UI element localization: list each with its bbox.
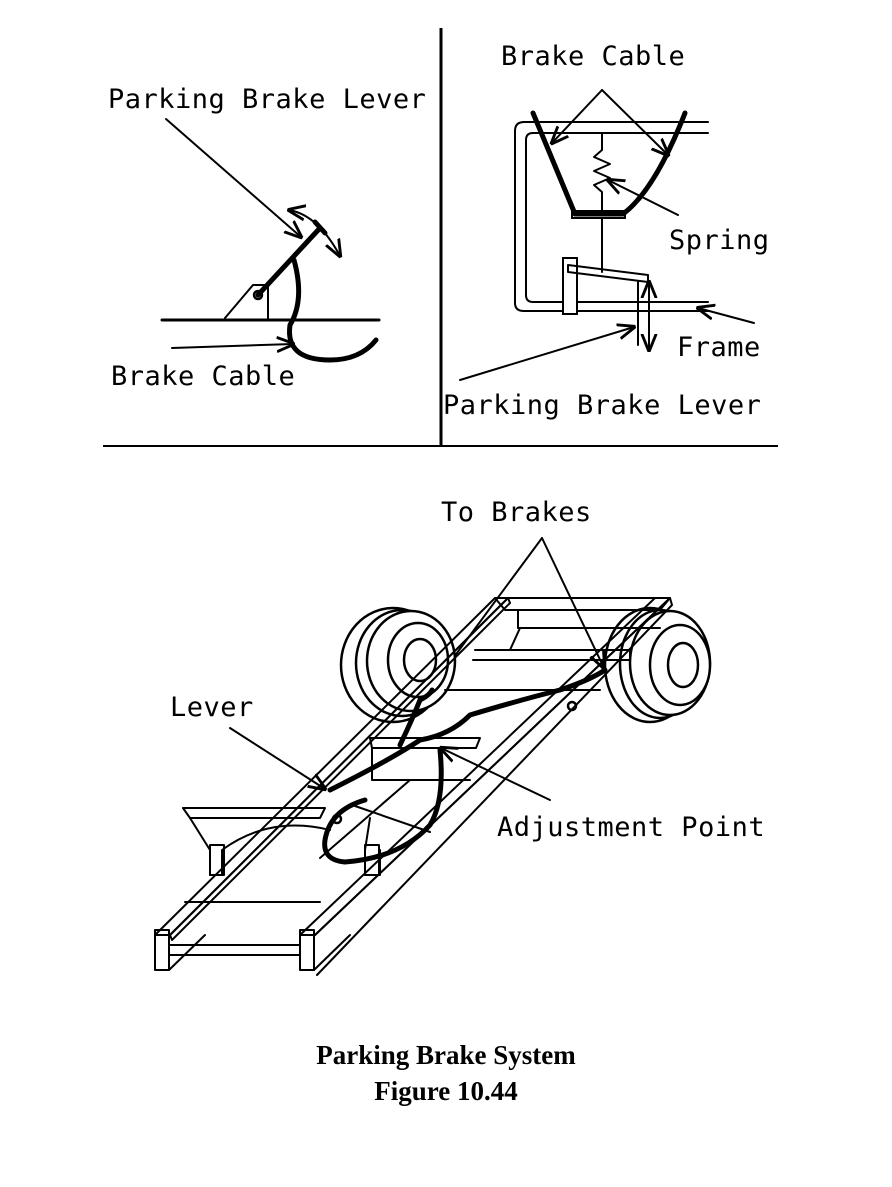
lever-arm <box>567 264 649 283</box>
frame-outer <box>514 121 709 312</box>
label-brake-cable-top: Brake Cable <box>501 41 685 72</box>
motion-arrow <box>289 210 340 256</box>
pivot-pin <box>252 289 264 301</box>
pivot-front <box>331 813 343 825</box>
brake-cable-v <box>530 110 688 217</box>
leader-lever-bottom <box>229 727 325 789</box>
leader-spring <box>608 180 679 216</box>
leader-cable-left <box>552 89 603 143</box>
label-parking-brake-lever: Parking Brake Lever <box>108 84 426 115</box>
chassis-frame <box>154 597 673 976</box>
leader-lever-right <box>459 327 634 381</box>
right-wheel <box>603 606 712 724</box>
caption-title: Parking Brake System <box>316 1040 576 1070</box>
panel-top-right: Brake Cable Spring Frame Parking Brake L… <box>443 41 770 421</box>
panel-top-left: Parking Brake Lever Brake Cable <box>108 84 426 392</box>
label-spring: Spring <box>669 225 770 256</box>
label-lever: Lever <box>170 692 254 723</box>
left-wheel <box>339 606 457 724</box>
brake-cable-left-branch <box>397 687 435 748</box>
brake-cable-route <box>327 667 608 793</box>
leader-adjustment <box>441 748 551 801</box>
frame-inner <box>525 132 709 303</box>
label-to-brakes: To Brakes <box>441 497 592 528</box>
lever-bracket <box>224 284 269 319</box>
pivot-rear <box>566 700 578 712</box>
leader-to-brakes-right <box>541 537 604 668</box>
equalizer <box>571 210 626 219</box>
spring <box>593 132 611 212</box>
leader-adjustment-2 <box>354 805 431 833</box>
label-adjustment-point: Adjustment Point <box>497 812 765 843</box>
parking-brake-lever <box>255 225 323 298</box>
caption-figure-number: Figure 10.44 <box>374 1076 518 1106</box>
leader-lever <box>165 118 301 237</box>
label-frame: Frame <box>677 332 761 363</box>
label-brake-cable: Brake Cable <box>111 361 295 392</box>
panel-bottom: To Brakes <box>154 497 765 976</box>
cable-loop <box>322 747 444 865</box>
leader-frame <box>698 308 755 324</box>
label-parking-brake-lever-right: Parking Brake Lever <box>443 390 761 421</box>
leader-cable <box>171 344 293 348</box>
brake-cable <box>287 257 379 363</box>
